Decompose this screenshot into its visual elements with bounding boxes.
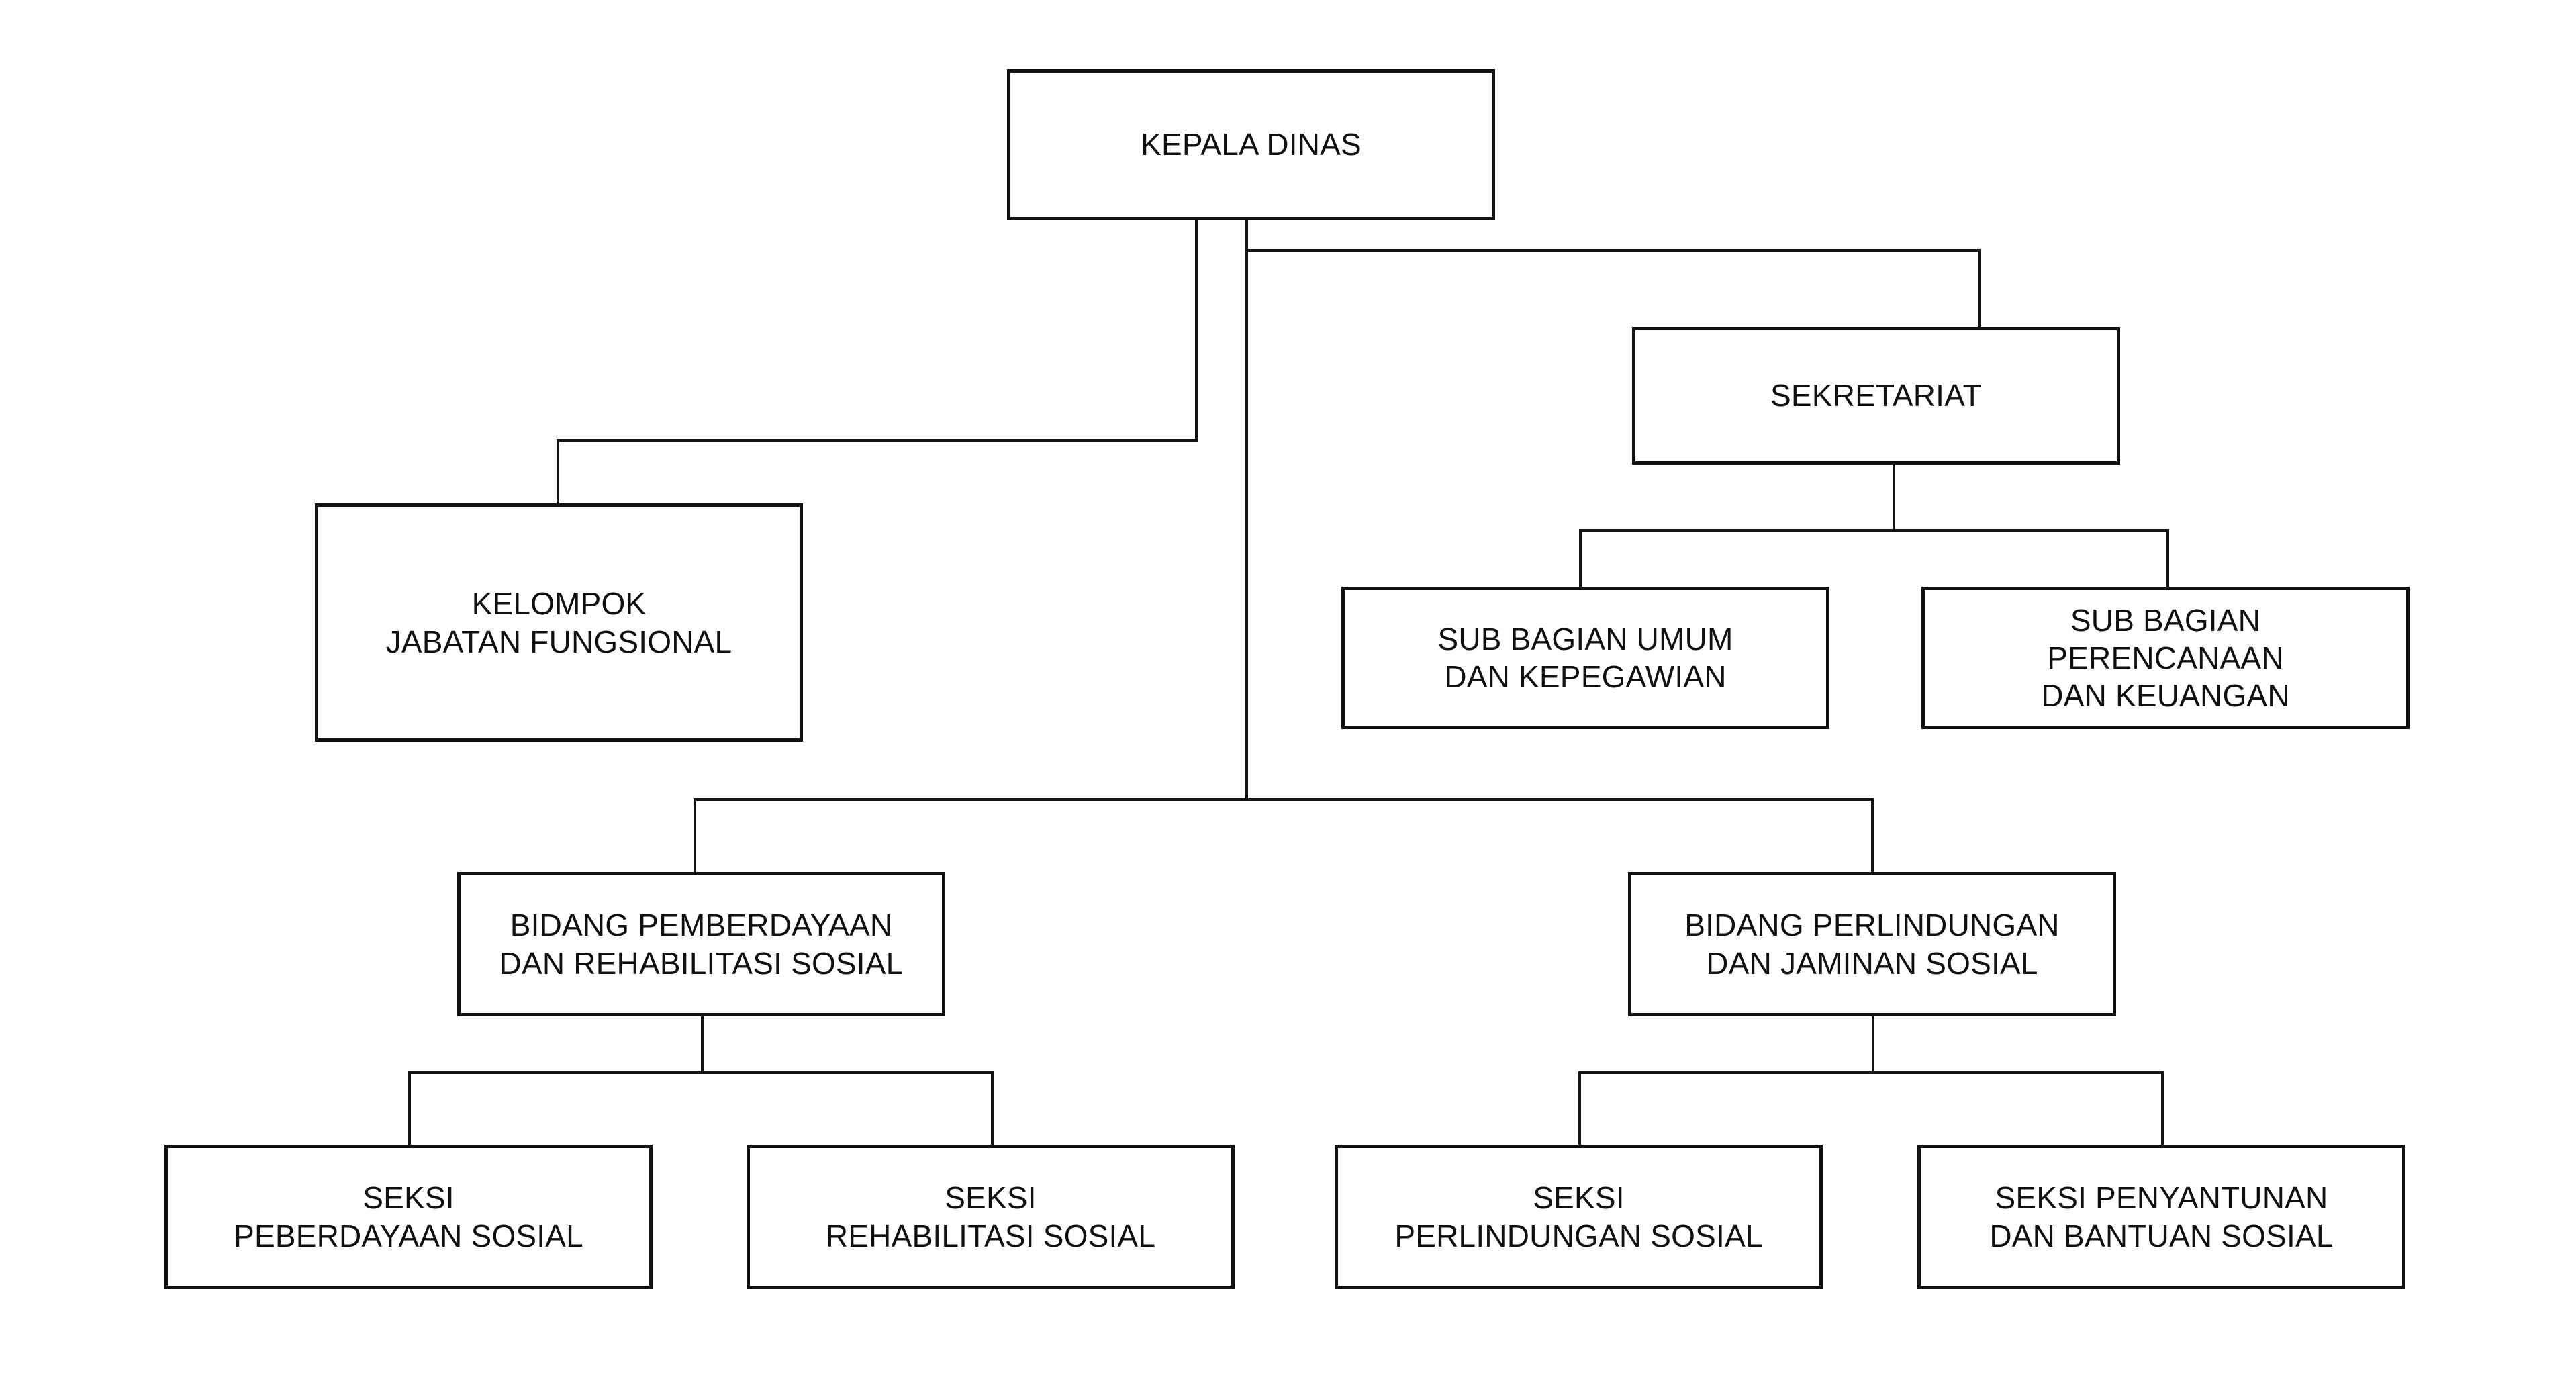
connector-seksi-penyantunan-drop <box>2161 1071 2164 1145</box>
connector-kelompok-drop <box>557 439 559 505</box>
connector-seksi-peberdayaan-drop <box>408 1071 411 1145</box>
connector-sub-bagian-perencanaan-drop <box>2166 529 2169 588</box>
node-seksi-peberdayaan-sosial[interactable]: SEKSI PEBERDAYAAN SOSIAL <box>164 1145 653 1289</box>
connector-kepala-to-kelompok-stem <box>1195 218 1198 442</box>
node-sub-bagian-umum-dan-kepegawian[interactable]: SUB BAGIAN UMUM DAN KEPEGAWIAN <box>1341 587 1829 729</box>
connector-sekretariat-drop <box>1978 249 1981 330</box>
connector-bidang-pemberdayaan-stem <box>701 1016 704 1073</box>
node-label-seksi-perlindungan-sosial: SEKSI PERLINDUNGAN SOSIAL <box>1394 1180 1763 1253</box>
node-label-sub-bagian-umum-dan-kepegawian: SUB BAGIAN UMUM DAN KEPEGAWIAN <box>1437 621 1733 694</box>
node-seksi-rehabilitasi-sosial[interactable]: SEKSI REHABILITASI SOSIAL <box>747 1145 1235 1289</box>
node-label-bidang-perlindungan-dan-jaminan-sosial: BIDANG PERLINDUNGAN DAN JAMINAN SOSIAL <box>1684 908 2060 981</box>
node-bidang-perlindungan-dan-jaminan-sosial[interactable]: BIDANG PERLINDUNGAN DAN JAMINAN SOSIAL <box>1628 872 2116 1016</box>
connector-sub-bagian-bus <box>1579 529 2169 532</box>
connector-kepala-to-kelompok-horizontal <box>557 439 1198 442</box>
connector-seksi-perlindungan-drop <box>1578 1071 1581 1145</box>
node-label-bidang-pemberdayaan-dan-rehabilitasi-sosial: BIDANG PEMBERDAYAAN DAN REHABILITASI SOS… <box>499 908 904 981</box>
connector-kepala-to-sekretariat-horizontal <box>1245 249 1981 252</box>
connector-seksi-kiri-bus <box>408 1071 994 1074</box>
connector-bidang-bus <box>694 798 1874 801</box>
node-seksi-perlindungan-sosial[interactable]: SEKSI PERLINDUNGAN SOSIAL <box>1335 1145 1823 1289</box>
node-label-kelompok-jabatan-fungsional: KELOMPOK JABATAN FUNGSIONAL <box>385 586 732 659</box>
node-sub-bagian-perencanaan-dan-keuangan[interactable]: SUB BAGIAN PERENCANAAN DAN KEUANGAN <box>1921 587 2410 729</box>
node-kepala-dinas[interactable]: KEPALA DINAS <box>1007 69 1495 220</box>
connector-bidang-perlindungan-drop <box>1871 798 1874 873</box>
connector-bidang-perlindungan-stem <box>1872 1016 1874 1073</box>
connector-seksi-kanan-bus <box>1578 1071 2164 1074</box>
node-label-seksi-peberdayaan-sosial: SEKSI PEBERDAYAAN SOSIAL <box>234 1180 583 1253</box>
node-label-sub-bagian-perencanaan-dan-keuangan: SUB BAGIAN PERENCANAAN DAN KEUANGAN <box>2041 602 2290 714</box>
node-label-seksi-penyantunan-dan-bantuan-sosial: SEKSI PENYANTUNAN DAN BANTUAN SOSIAL <box>1989 1180 2334 1253</box>
node-seksi-penyantunan-dan-bantuan-sosial[interactable]: SEKSI PENYANTUNAN DAN BANTUAN SOSIAL <box>1917 1145 2405 1289</box>
connector-kepala-main-stem <box>1245 218 1248 801</box>
connector-bidang-pemberdayaan-drop <box>694 798 696 873</box>
node-label-kepala-dinas: KEPALA DINAS <box>1141 127 1362 162</box>
node-kelompok-jabatan-fungsional[interactable]: KELOMPOK JABATAN FUNGSIONAL <box>315 503 803 742</box>
connector-sub-bagian-umum-drop <box>1579 529 1582 588</box>
connector-seksi-rehabilitasi-drop <box>991 1071 994 1145</box>
node-label-sekretariat: SEKRETARIAT <box>1770 378 1982 414</box>
connector-sekretariat-stem <box>1893 462 1895 530</box>
node-label-seksi-rehabilitasi-sosial: SEKSI REHABILITASI SOSIAL <box>825 1180 1156 1253</box>
node-bidang-pemberdayaan-dan-rehabilitasi-sosial[interactable]: BIDANG PEMBERDAYAAN DAN REHABILITASI SOS… <box>457 872 945 1016</box>
node-sekretariat[interactable]: SEKRETARIAT <box>1632 327 2120 465</box>
